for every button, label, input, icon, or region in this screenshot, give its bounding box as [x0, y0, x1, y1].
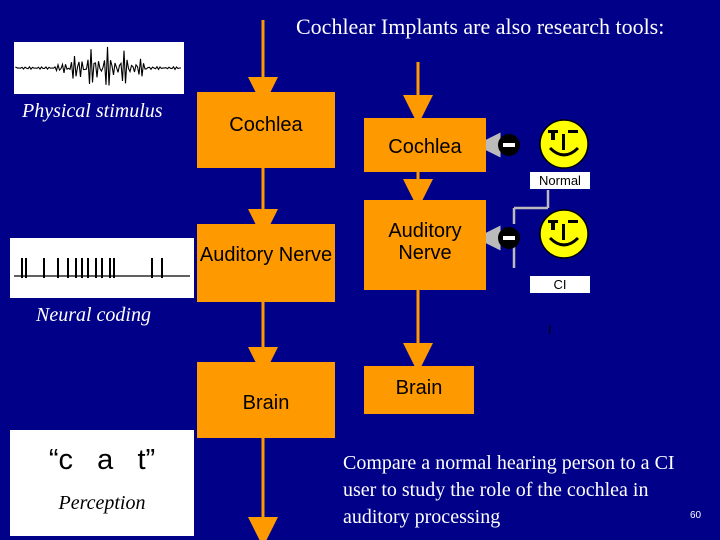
compare-text: Compare a normal hearing person to a CI …: [343, 452, 675, 528]
waveform-icon: [15, 46, 181, 86]
left-brain-block: Brain: [197, 362, 335, 438]
caption-neural-coding: Neural coding: [36, 304, 151, 326]
ci-pointer-label: I: [548, 322, 552, 337]
perception-panel: “c a t” Perception: [10, 430, 194, 536]
right-auditory-nerve-block: Auditory Nerve: [364, 200, 486, 290]
left-cochlea-label: Cochlea: [229, 114, 303, 136]
caption-physical-stimulus: Physical stimulus: [22, 100, 163, 122]
left-cochlea-block: Cochlea: [197, 92, 335, 168]
ci-label: CI: [530, 276, 590, 293]
switch-icon: [498, 227, 520, 249]
slide-title: Cochlear Implants are also research tool…: [296, 14, 665, 39]
normal-label: Normal: [530, 172, 590, 189]
switch-icon: [498, 134, 520, 156]
right-cochlea-label: Cochlea: [388, 136, 462, 158]
caption-perception: Perception: [58, 492, 146, 514]
page-number: 60: [690, 510, 702, 521]
waveform-panel: [14, 42, 184, 94]
right-cochlea-block: Cochlea: [364, 118, 486, 172]
spike-panel: [10, 238, 194, 298]
smiley-icon: [539, 209, 589, 259]
perception-word: “c a t”: [48, 444, 156, 476]
left-brain-label: Brain: [242, 392, 290, 414]
right-brain-block: Brain: [364, 366, 474, 414]
right-brain-label: Brain: [395, 377, 443, 399]
right-auditory-nerve-label: Auditory Nerve: [388, 220, 462, 264]
left-auditory-nerve-label: Auditory Nerve: [199, 244, 333, 266]
spike-train-icon: [14, 258, 190, 278]
smiley-icon: [539, 119, 589, 169]
left-auditory-nerve-block: Auditory Nerve: [197, 224, 335, 302]
